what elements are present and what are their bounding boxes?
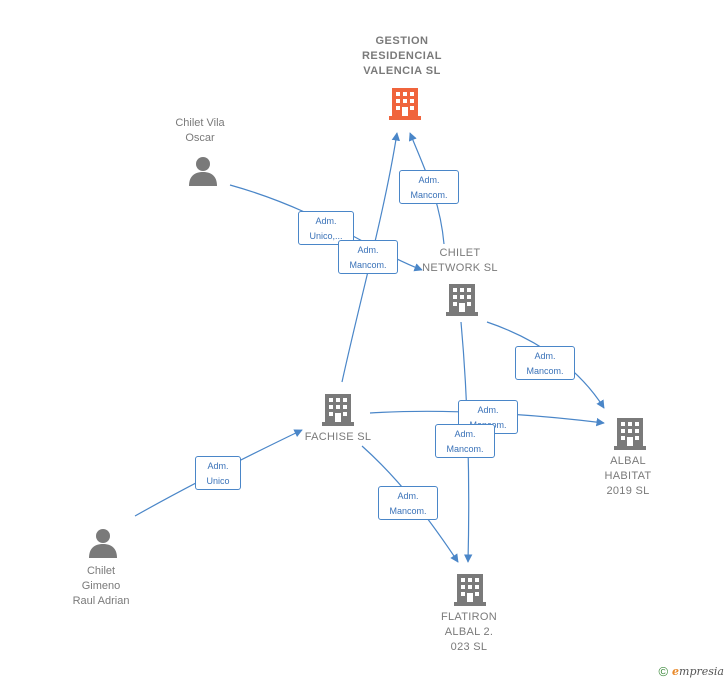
footer-watermark: © empresia xyxy=(658,664,724,679)
edge-label-network-albal[interactable]: Adm. Mancom. xyxy=(515,346,575,380)
edge-label-line1: Adm. xyxy=(418,175,440,185)
edge-label-line1: Adm. xyxy=(207,461,229,471)
edge-label-fachise-gestion[interactable]: Adm. Mancom. xyxy=(338,240,398,274)
edge-label-gimeno-fachise[interactable]: Adm. Unico xyxy=(195,456,241,490)
edge-label-line2: Unico xyxy=(206,476,230,486)
brand-logo: empresia xyxy=(672,665,724,678)
building-icon[interactable] xyxy=(446,282,478,316)
edge-label-chilet-vila-network[interactable]: Adm. Unico,... xyxy=(298,211,354,245)
brand-initial: e xyxy=(672,665,680,678)
node-label-flatiron: FLATIRON ALBAL 2. 023 SL xyxy=(441,611,497,653)
edge-label-network-flatiron[interactable]: Adm. Mancom. xyxy=(435,424,495,458)
node-label-fachise: FACHISE SL xyxy=(304,431,372,443)
building-icon[interactable] xyxy=(389,86,421,120)
edge-label-network-gestion[interactable]: Adm. Mancom. xyxy=(399,170,459,204)
edge-label-line1: Adm. xyxy=(534,351,556,361)
building-icon[interactable] xyxy=(322,392,354,426)
edge-label-line1: Adm. xyxy=(357,245,379,255)
edge-label-line1: Adm. xyxy=(454,429,476,439)
edge-label-line2: Mancom. xyxy=(389,506,427,516)
node-label-gestion: GESTION RESIDENCIAL VALENCIA SL xyxy=(361,35,443,77)
node-label-chilet-gimeno: Chilet Gimeno Raul Adrian xyxy=(72,565,130,607)
brand-name: mpresia xyxy=(679,665,724,678)
edge-label-line1: Adm. xyxy=(315,216,337,226)
node-label-chilet-network: CHILET NETWORK SL xyxy=(422,247,498,274)
edge-label-fachise-flatiron[interactable]: Adm. Mancom. xyxy=(378,486,438,520)
edge-label-line1: Adm. xyxy=(397,491,419,501)
building-icon[interactable] xyxy=(614,416,646,450)
node-label-albal-habitat: ALBAL HABITAT 2019 SL xyxy=(604,455,652,497)
edge-label-line2: Mancom. xyxy=(446,444,484,454)
edge-label-line2: Unico,... xyxy=(309,231,343,241)
edge-label-line2: Mancom. xyxy=(526,366,564,376)
edge-label-line2: Mancom. xyxy=(349,260,387,270)
edge-label-line2: Mancom. xyxy=(410,190,448,200)
node-label-chilet-vila: Chilet Vila Oscar xyxy=(175,117,225,144)
person-icon[interactable] xyxy=(88,528,118,558)
edge-label-line1: Adm. xyxy=(477,405,499,415)
person-icon[interactable] xyxy=(188,156,218,186)
building-icon[interactable] xyxy=(454,572,486,606)
copyright-symbol: © xyxy=(658,664,669,679)
